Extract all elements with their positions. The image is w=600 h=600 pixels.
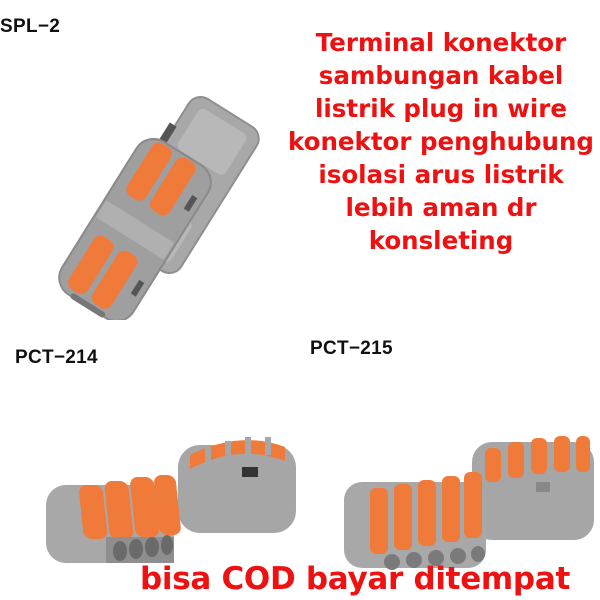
headline-line-2: sambungan kabel <box>318 61 564 90</box>
pct-215-connector-icon <box>344 436 594 570</box>
product-headline: Terminal konektor sambungan kabel listri… <box>282 26 600 257</box>
pct-214-connector-icon <box>46 437 296 563</box>
label-spl-2: SPL−2 <box>0 16 61 37</box>
headline-line-1: Terminal konektor <box>315 28 567 57</box>
headline-line-4: konektor penghubung <box>288 127 594 156</box>
headline-line-7: konsleting <box>368 226 514 255</box>
label-pct-214: PCT−214 <box>15 347 98 368</box>
pct-215-connector-image <box>340 420 600 570</box>
headline-line-5: isolasi arus listrik <box>318 160 564 189</box>
headline-line-3: listrik plug in wire <box>315 94 567 123</box>
cod-payment-notice: bisa COD bayar ditempat <box>140 561 570 597</box>
headline-line-6: lebih aman dr <box>345 193 537 222</box>
spl-2-connector-image <box>40 90 290 320</box>
label-pct-215: PCT−215 <box>310 338 393 359</box>
pct-214-connector-image <box>40 425 320 565</box>
spl-2-connector-icon <box>58 96 260 320</box>
